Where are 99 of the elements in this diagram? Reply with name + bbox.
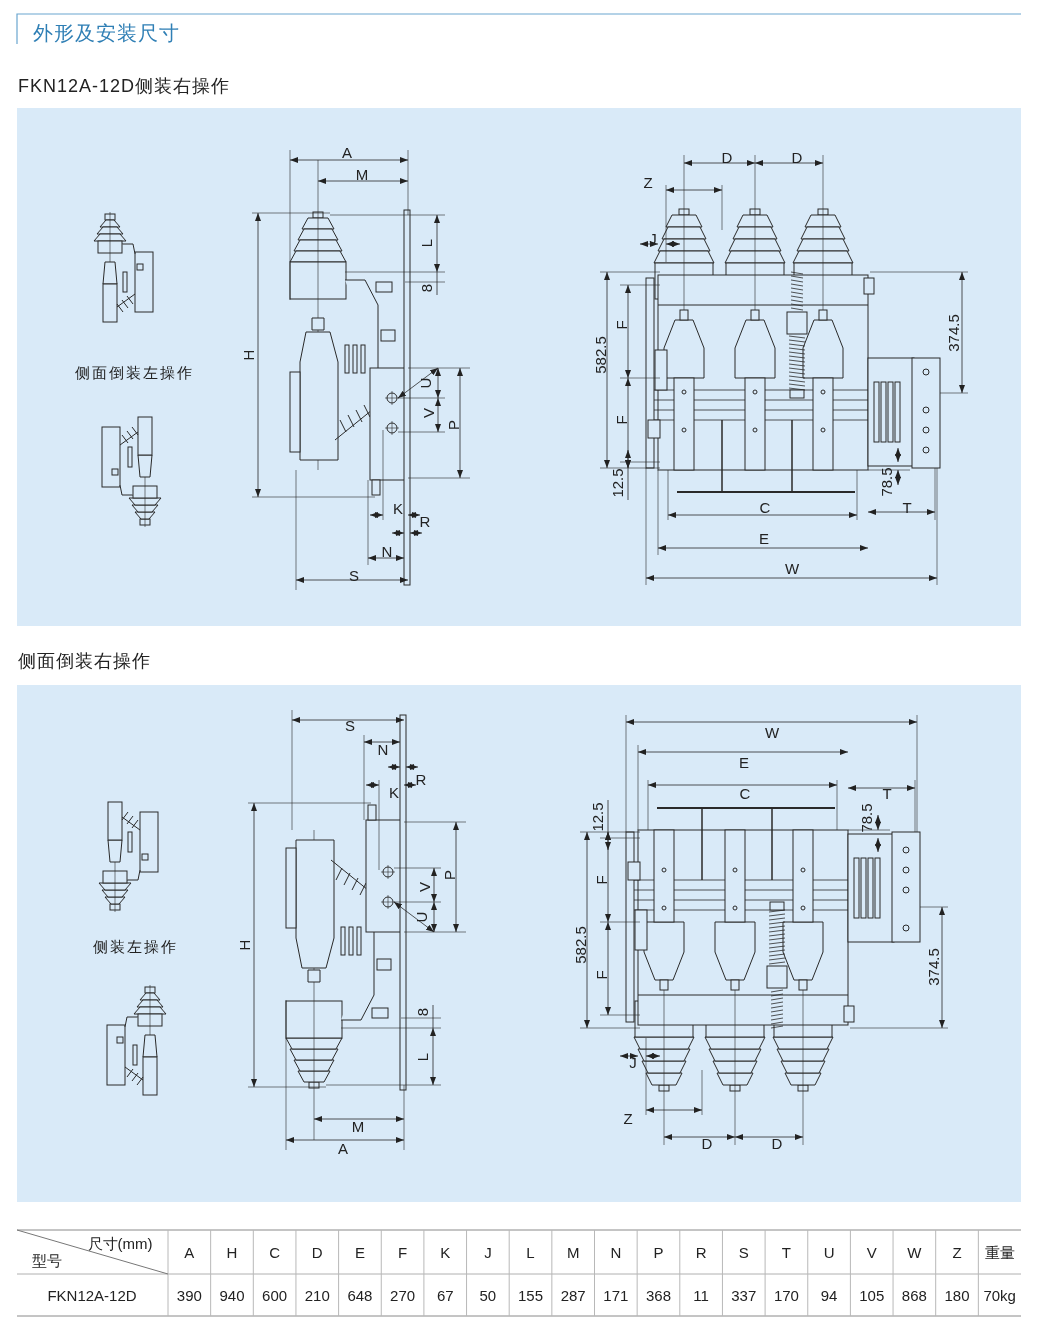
dimension-label: F	[613, 415, 629, 425]
column-header: N	[610, 1244, 622, 1260]
column-header: R	[695, 1244, 707, 1260]
dimension-value: 50	[479, 1287, 497, 1303]
dimension-value: 940	[219, 1287, 245, 1303]
dimension-label: 78.5	[858, 803, 874, 833]
dimension-value: 337	[731, 1287, 757, 1303]
page-title: 外形及安装尺寸	[33, 23, 180, 43]
column-header: M	[566, 1244, 580, 1260]
column-header: W	[907, 1244, 922, 1260]
dimension-value: 171	[603, 1287, 629, 1303]
dimension-label: U	[417, 377, 433, 389]
dimension-label: M	[351, 1118, 365, 1134]
dimension-label: 8	[418, 283, 434, 293]
dimension-label: K	[389, 784, 399, 800]
dimension-label: H	[236, 939, 252, 951]
dimension-label: D	[721, 149, 733, 165]
column-header: P	[653, 1244, 664, 1260]
dimension-value: 70kg	[983, 1287, 1016, 1303]
dimension-label: F	[593, 970, 609, 980]
dimension-label: U	[413, 911, 429, 923]
column-header: S	[738, 1244, 749, 1260]
dimension-label: 12.5	[589, 802, 605, 832]
column-header: 重量	[984, 1244, 1015, 1260]
dimension-value: 390	[176, 1287, 202, 1303]
dimension-label: H	[240, 349, 256, 361]
dimension-label: R	[419, 513, 431, 529]
dimension-value: 180	[944, 1287, 970, 1303]
dimension-label: T	[882, 785, 892, 801]
dimension-label: J	[629, 1054, 637, 1070]
column-header: K	[440, 1244, 451, 1260]
dimension-label: 582.5	[572, 926, 588, 964]
column-header: U	[823, 1244, 835, 1260]
dimension-label: K	[393, 500, 403, 516]
dimension-value: 600	[262, 1287, 288, 1303]
dimension-label: L	[414, 1052, 430, 1062]
dimension-label: Z	[623, 1110, 633, 1126]
column-header: C	[269, 1244, 281, 1260]
column-header: V	[866, 1244, 877, 1260]
dimension-label: D	[771, 1135, 783, 1151]
column-header: J	[484, 1244, 492, 1260]
dimension-label: 12.5	[609, 468, 625, 498]
section-heading: 侧面倒装右操作	[18, 652, 151, 670]
dimension-label: R	[415, 771, 427, 787]
dimension-label: F	[613, 320, 629, 330]
column-header: F	[398, 1244, 408, 1260]
column-header: H	[226, 1244, 238, 1260]
column-header: 尺寸(mm)	[87, 1235, 153, 1251]
dimension-label: D	[701, 1135, 713, 1151]
view-caption: 侧面倒装左操作	[74, 364, 194, 380]
dimension-label: C	[759, 499, 771, 515]
dimension-value: 11	[693, 1287, 709, 1303]
dimension-label: E	[739, 754, 749, 770]
dimension-value: 67	[436, 1287, 454, 1303]
dimension-label: 374.5	[925, 948, 941, 986]
row-header: 型号	[32, 1252, 62, 1268]
dimension-label: W	[784, 560, 800, 576]
dimension-value: 210	[304, 1287, 330, 1303]
dimension-label: D	[791, 149, 803, 165]
dimension-label: V	[420, 408, 436, 418]
dimension-value: 287	[560, 1287, 586, 1303]
dimension-label: 78.5	[878, 467, 894, 497]
dimension-label: V	[416, 882, 432, 892]
dimension-label: M	[355, 166, 369, 182]
dimension-label: A	[338, 1140, 348, 1156]
section-heading: FKN12A-12D侧装右操作	[18, 77, 231, 95]
model-name: FKN12A-12D	[47, 1287, 137, 1303]
dimension-label: P	[445, 420, 461, 430]
view-caption: 侧装左操作	[92, 938, 178, 954]
column-header: T	[781, 1244, 791, 1260]
dimension-label: F	[593, 875, 609, 885]
dimension-label: 374.5	[945, 314, 961, 352]
dimension-label: Z	[643, 174, 653, 190]
dimension-label: S	[345, 717, 355, 733]
dimension-label: E	[759, 530, 769, 546]
dimension-label: S	[349, 567, 359, 583]
column-header: L	[526, 1244, 535, 1260]
column-header: A	[184, 1244, 195, 1260]
dimension-label: W	[764, 724, 780, 740]
dimension-value: 170	[773, 1287, 799, 1303]
dimension-value: 648	[347, 1287, 373, 1303]
dimension-label: A	[342, 144, 352, 160]
dimension-label: 8	[414, 1007, 430, 1017]
dimension-label: P	[441, 870, 457, 880]
dimension-value: 105	[859, 1287, 885, 1303]
dimension-label: 582.5	[592, 336, 608, 374]
column-header: D	[311, 1244, 323, 1260]
dimension-label: C	[739, 785, 751, 801]
dimension-label: N	[377, 741, 389, 757]
dimension-value: 155	[518, 1287, 544, 1303]
column-header: E	[354, 1244, 365, 1260]
dimension-label: T	[902, 499, 912, 515]
dimension-value: 368	[645, 1287, 671, 1303]
dimension-value: 868	[901, 1287, 927, 1303]
dimension-value: 270	[390, 1287, 416, 1303]
dimension-label: N	[381, 543, 393, 559]
column-header: Z	[952, 1244, 962, 1260]
dimension-value: 94	[820, 1287, 838, 1303]
dimension-label: L	[418, 238, 434, 248]
